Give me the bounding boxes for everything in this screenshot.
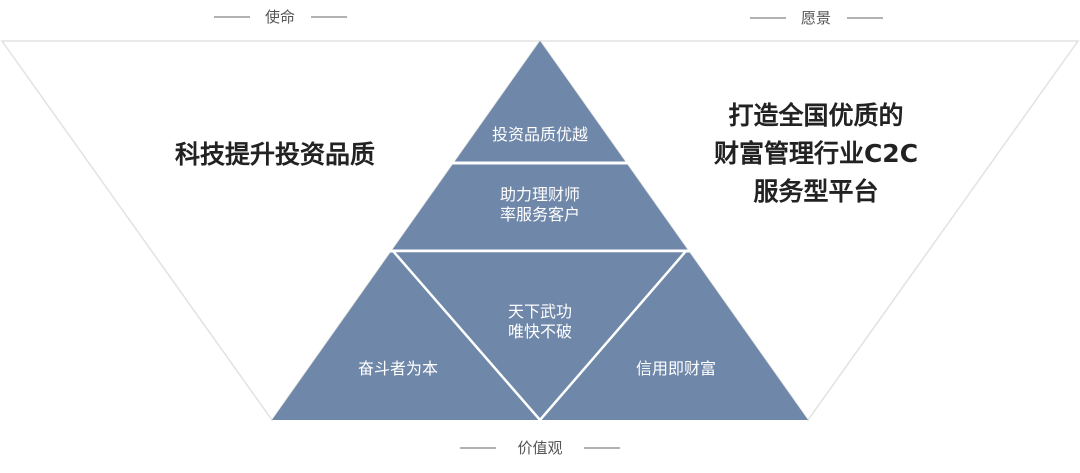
pyramid <box>272 41 808 420</box>
pyramid-middle-label-line2: 率服务客户 <box>500 205 580 224</box>
pyramid-middle-label-line1: 助力理财师 <box>500 185 580 204</box>
values-label: 价值观 <box>517 439 562 457</box>
pyramid-bottom-right-label: 信用即财富 <box>636 359 716 378</box>
pyramid-center-label-line1: 天下武功 <box>508 302 572 321</box>
vision-statement-line1: 打造全国优质的 <box>728 101 903 130</box>
vision-caption: 愿景 <box>750 9 883 27</box>
mission-label: 使命 <box>265 8 295 26</box>
values-caption: 价值观 <box>460 439 620 457</box>
mission-statement: 科技提升投资品质 <box>175 140 375 169</box>
pyramid-center-label-line2: 唯快不破 <box>508 322 572 341</box>
mission-caption: 使命 <box>214 8 347 26</box>
vision-label: 愿景 <box>801 9 831 27</box>
inner-inverted-triangle <box>390 249 689 422</box>
pyramid-bottom-left-label: 奋斗者为本 <box>358 359 438 378</box>
pyramid-top-label: 投资品质优越 <box>492 125 588 144</box>
vision-statement-line3: 服务型平台 <box>753 177 878 206</box>
vision-statement-line2: 财富管理行业C2C <box>714 139 918 168</box>
